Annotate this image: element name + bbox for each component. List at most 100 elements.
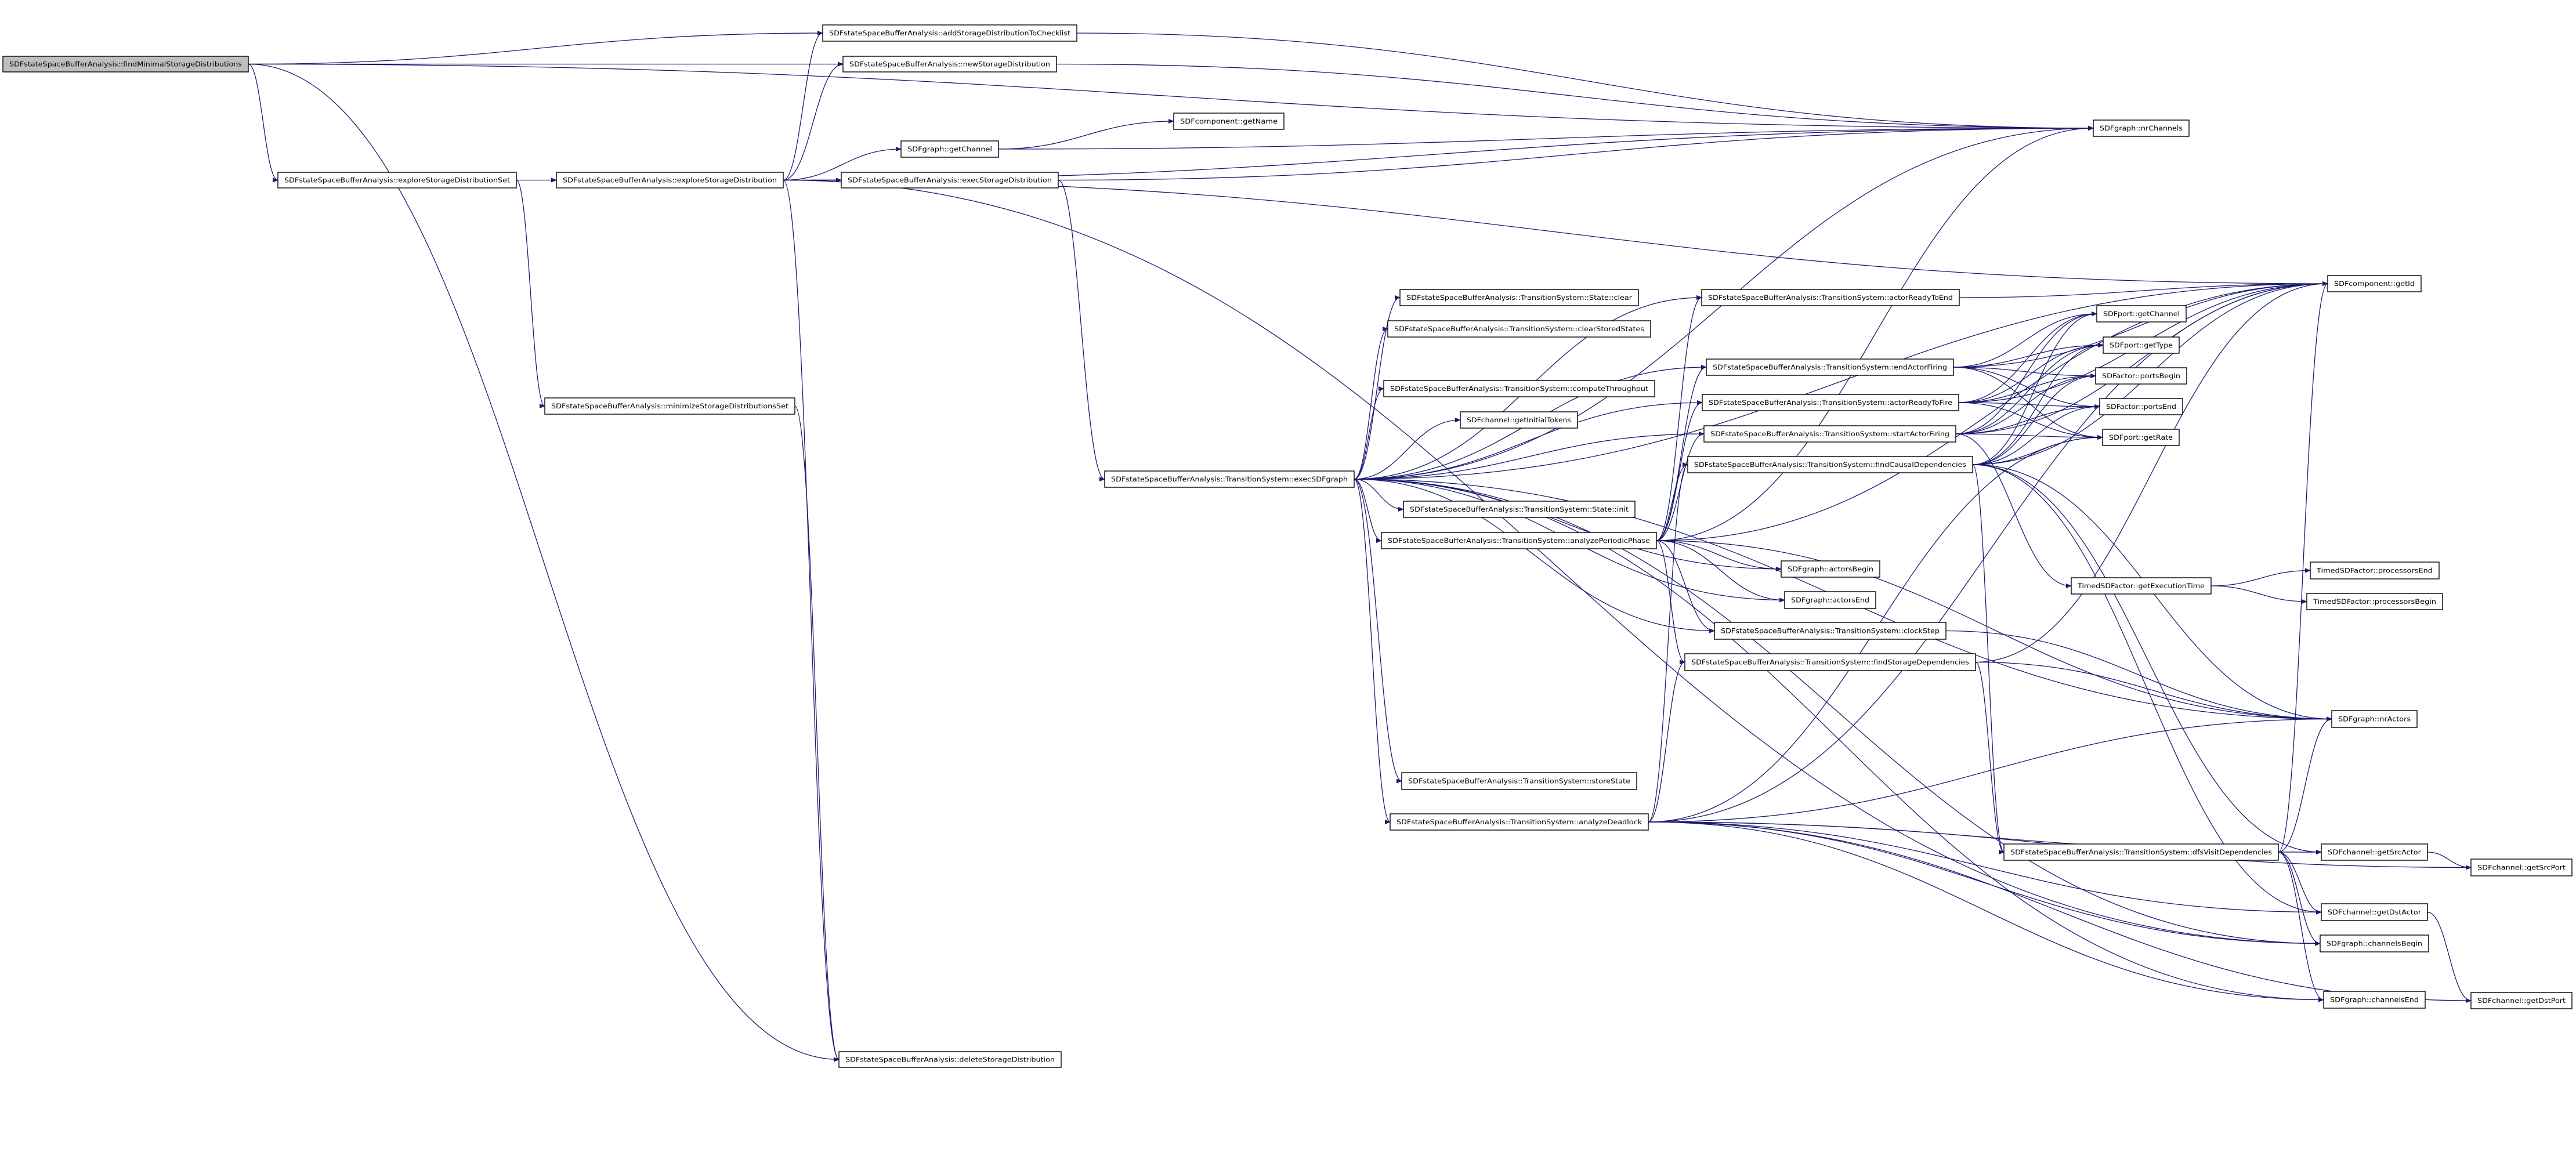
node-exec-storage[interactable]: SDFstateSpaceBufferAnalysis::execStorage… (841, 172, 1059, 189)
node-state-clear[interactable]: SDFstateSpaceBufferAnalysis::TransitionS… (1399, 289, 1639, 306)
node-box (1387, 320, 1651, 338)
node-box (556, 172, 784, 189)
node-box (1687, 456, 1973, 473)
edge-start-actor-firing-to-get-exec-time (1955, 433, 2072, 588)
node-nr-channels[interactable]: SDFgraph::nrChannels (2093, 119, 2190, 137)
node-label: SDFstateSpaceBufferAnalysis::deleteStora… (845, 1056, 1055, 1064)
node-nr-actors[interactable]: SDFgraph::nrActors (2331, 710, 2418, 728)
node-box (842, 56, 1057, 73)
node-box (1381, 532, 1657, 549)
edge-graph-get-channel-to-get-name (998, 119, 1174, 150)
node-minimize[interactable]: SDFstateSpaceBufferAnalysis::minimizeSto… (544, 397, 795, 415)
node-actors-end[interactable]: SDFgraph::actorsEnd (1784, 591, 1876, 609)
node-box (1403, 501, 1636, 518)
edge-analyze-deadlock-to-get-id (1648, 281, 2328, 823)
node-get-dst-actor[interactable]: SDFchannel::getDstActor (2321, 903, 2428, 921)
node-get-exec-time[interactable]: TimedSDFactor::getExecutionTime (2071, 577, 2212, 595)
node-label: SDFgraph::actorsEnd (1791, 596, 1869, 604)
node-label: SDFport::getChannel (2103, 310, 2180, 318)
node-explore-set[interactable]: SDFstateSpaceBufferAnalysis::exploreStor… (277, 172, 517, 189)
node-label: SDFstateSpaceBufferAnalysis::TransitionS… (1694, 461, 1966, 469)
node-box (2470, 859, 2573, 876)
node-store-state[interactable]: SDFstateSpaceBufferAnalysis::TransitionS… (1401, 772, 1637, 790)
node-label: SDFgraph::nrActors (2338, 715, 2411, 723)
node-end-actor-firing[interactable]: SDFstateSpaceBufferAnalysis::TransitionS… (1706, 358, 1954, 376)
node-analyze-periodic[interactable]: SDFstateSpaceBufferAnalysis::TransitionS… (1381, 532, 1657, 549)
edge-get-exec-time-to-processors-begin (2210, 585, 2307, 604)
node-box (1701, 289, 1960, 306)
node-box (838, 1051, 1062, 1068)
node-label: SDFgraph::actorsBegin (1788, 565, 1873, 573)
node-label: SDFchannel::getSrcActor (2328, 848, 2421, 856)
edge-exec-sdfgraph-to-state-init (1354, 479, 1404, 512)
node-exec-sdfgraph[interactable]: SDFstateSpaceBufferAnalysis::TransitionS… (1104, 470, 1355, 488)
node-dfs-visit[interactable]: SDFstateSpaceBufferAnalysis::TransitionS… (2003, 843, 2279, 861)
node-box (2103, 336, 2180, 354)
edge-exec-storage-to-nr-channels (1058, 126, 2094, 181)
node-state-init[interactable]: SDFstateSpaceBufferAnalysis::TransitionS… (1403, 501, 1636, 518)
node-label: SDFstateSpaceBufferAnalysis::TransitionS… (1721, 627, 1940, 635)
node-box (544, 397, 795, 415)
node-label: SDFstateSpaceBufferAnalysis::TransitionS… (1710, 430, 1949, 438)
node-actors-begin[interactable]: SDFgraph::actorsBegin (1781, 560, 1880, 578)
node-label: SDFstateSpaceBufferAnalysis::TransitionS… (1388, 537, 1650, 545)
edge-exec-sdfgraph-to-clear-stored-states (1354, 327, 1388, 480)
node-new-storage[interactable]: SDFstateSpaceBufferAnalysis::newStorageD… (842, 56, 1057, 73)
edge-explore-dist-to-get-id (783, 179, 2328, 286)
edge-analyze-deadlock-to-channels-end (1648, 821, 2324, 1002)
node-get-id[interactable]: SDFcomponent::getId (2327, 275, 2422, 292)
node-channels-begin[interactable]: SDFgraph::channelsBegin (2320, 934, 2429, 952)
node-get-initial-tokens[interactable]: SDFchannel::getInitialTokens (1460, 411, 1578, 429)
node-actor-ready-to-end[interactable]: SDFstateSpaceBufferAnalysis::TransitionS… (1701, 289, 1960, 306)
nodes: SDFstateSpaceBufferAnalysis::findMinimal… (2, 24, 2573, 1068)
node-find-minimal[interactable]: SDFstateSpaceBufferAnalysis::findMinimal… (2, 56, 249, 73)
node-label: SDFstateSpaceBufferAnalysis::TransitionS… (1708, 294, 1953, 302)
edge-analyze-periodic-to-actor-ready-to-end (1656, 295, 1702, 541)
node-port-get-channel[interactable]: SDFport::getChannel (2096, 305, 2187, 323)
node-label: SDFchannel::getDstActor (2328, 908, 2421, 917)
node-start-actor-firing[interactable]: SDFstateSpaceBufferAnalysis::TransitionS… (1703, 425, 1956, 443)
node-processors-begin[interactable]: TimedSDFactor::processorsBegin (2306, 593, 2443, 610)
node-get-dst-port[interactable]: SDFchannel::getDstPort (2470, 992, 2573, 1009)
node-get-src-port[interactable]: SDFchannel::getSrcPort (2470, 859, 2573, 876)
node-explore-dist[interactable]: SDFstateSpaceBufferAnalysis::exploreStor… (556, 172, 784, 189)
node-ports-begin[interactable]: SDFactor::portsBegin (2095, 367, 2187, 385)
node-compute-throughput[interactable]: SDFstateSpaceBufferAnalysis::TransitionS… (1383, 380, 1655, 397)
node-label: SDFchannel::getInitialTokens (1467, 416, 1571, 424)
node-ports-end[interactable]: SDFactor::portsEnd (2099, 398, 2183, 415)
node-box (1784, 591, 1876, 609)
node-box (2102, 429, 2180, 446)
node-label: SDFport::getType (2110, 341, 2173, 349)
node-get-rate[interactable]: SDFport::getRate (2102, 429, 2180, 446)
node-processors-end[interactable]: TimedSDFactor::processorsEnd (2310, 562, 2440, 579)
edge-find-causal-to-get-src-actor (1972, 464, 2322, 854)
edge-explore-dist-to-new-storage (783, 61, 844, 181)
node-delete-storage[interactable]: SDFstateSpaceBufferAnalysis::deleteStora… (838, 1051, 1062, 1068)
node-analyze-deadlock[interactable]: SDFstateSpaceBufferAnalysis::TransitionS… (1390, 813, 1649, 831)
edge-end-actor-firing-to-port-get-type (1953, 343, 2104, 368)
node-graph-get-channel[interactable]: SDFgraph::getChannel (900, 140, 999, 158)
edge-analyze-deadlock-to-nr-actors (1648, 716, 2332, 823)
node-box (1460, 411, 1578, 429)
edge-find-causal-to-ports-end (1972, 404, 2100, 465)
node-get-name[interactable]: SDFcomponent::getName (1173, 113, 1285, 130)
edge-end-actor-firing-to-ports-begin (1953, 367, 2096, 378)
node-label: SDFstateSpaceBufferAnalysis::exploreStor… (563, 176, 777, 184)
node-clear-stored-states[interactable]: SDFstateSpaceBufferAnalysis::TransitionS… (1387, 320, 1651, 338)
edge-start-actor-firing-to-port-get-channel (1955, 311, 2097, 434)
node-port-get-type[interactable]: SDFport::getType (2103, 336, 2180, 354)
node-clock-step[interactable]: SDFstateSpaceBufferAnalysis::TransitionS… (1714, 622, 1947, 640)
node-box (2099, 398, 2183, 415)
node-get-src-actor[interactable]: SDFchannel::getSrcActor (2321, 843, 2428, 861)
node-actor-ready-to-fire[interactable]: SDFstateSpaceBufferAnalysis::TransitionS… (1702, 394, 1959, 411)
edge-get-exec-time-to-processors-end (2210, 568, 2311, 586)
node-channels-end[interactable]: SDFgraph::channelsEnd (2323, 991, 2426, 1009)
node-label: SDFgraph::channelsBegin (2327, 940, 2422, 948)
edge-analyze-periodic-to-nr-channels (1656, 126, 2094, 541)
edge-clock-step-to-nr-actors (1945, 630, 2332, 722)
node-add-storage[interactable]: SDFstateSpaceBufferAnalysis::addStorageD… (822, 24, 1077, 42)
node-label: SDFactor::portsBegin (2102, 372, 2180, 380)
node-find-storage[interactable]: SDFstateSpaceBufferAnalysis::TransitionS… (1684, 653, 1976, 671)
node-find-causal[interactable]: SDFstateSpaceBufferAnalysis::TransitionS… (1687, 456, 1973, 473)
edge-end-actor-firing-to-get-rate (1953, 367, 2103, 440)
